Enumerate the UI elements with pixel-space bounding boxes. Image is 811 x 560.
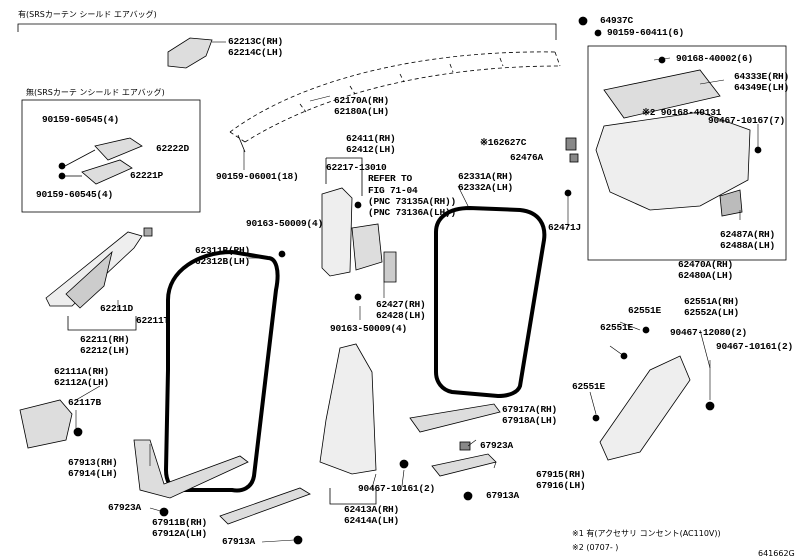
cowl-side-trim [19,399,73,449]
label-62476a: 62476A [510,152,544,163]
label-62221p: 62221P [130,170,164,181]
label-90163-50009-a: 90163-50009(4) [246,218,324,229]
label-62552a: 62552A(LH) [684,307,740,318]
label-62412: 62412(LH) [346,144,396,155]
leader-lines [75,30,759,543]
screw-a [58,162,66,170]
label-67923a-b: 67923A [108,502,142,513]
label-67912a: 67912A(LH) [152,528,208,539]
label-62551a: 62551A(RH) [684,296,740,307]
label-62551e-b: 62551E [600,322,634,333]
scuff-67917a [409,403,501,433]
label-62170a: 62170A(RH) [334,95,390,106]
label-90467-10161-b: 90467-10161(2) [358,483,436,494]
label-67913: 67913(RH) [68,457,118,468]
label-62551e-a: 62551E [628,305,662,316]
non-srs-box [21,99,201,213]
label-67913a-a: 67913A [486,490,520,501]
label-64937c: 64937C [600,15,634,26]
label-67911b: 67911B(RH) [152,517,208,528]
quarter-trim-box [587,45,787,261]
label-62470a: 62470A(RH) [678,259,734,270]
label-62413a: 62413A(RH) [344,504,400,515]
refer-to-2: FIG 71-04 [368,185,418,196]
label-62487a: 62487A(RH) [720,229,776,240]
center-pillar-lower [319,343,377,505]
label-62480a: 62480A(LH) [678,270,734,281]
label-90168-40002: 90168-40002(6) [676,53,754,64]
label-62411: 62411(RH) [346,133,396,144]
label-90467-10167: 90467-10167(7) [708,115,786,126]
airbag-clip-leader [237,134,246,153]
label-62312b: 62312B(LH) [195,256,251,267]
srs-bracket-line [17,23,557,40]
label-90159-06001: 90159-06001(18) [216,171,299,182]
label-64349e: 64349E(LH) [734,82,790,93]
label-62627c: ※162627C [480,137,527,148]
scuff-67915 [431,453,497,477]
label-62427: 62427(RH) [376,299,426,310]
footnote-2: ※2 (0707- ) [572,543,619,552]
label-67913a-b: 67913A [222,536,256,547]
screw-b [58,172,66,180]
label-62217-13010: 62217-13010 [326,162,387,173]
lower-quarter-trim [599,355,691,461]
quarter-trim [595,69,751,217]
label-62180a: 62180A(LH) [334,106,390,117]
label-67918a: 67918A(LH) [502,415,558,426]
scuff-67913 [133,439,249,499]
label-62213c: 62213C(RH) [228,36,284,47]
label-90467-10161-a: 90467-10161(2) [716,341,794,352]
refer-to-1: REFER TO [368,173,413,184]
label-62112a: 62112A(LH) [54,377,110,388]
rear-door-weatherstrip [434,205,547,399]
label-62471j: 62471J [548,222,582,233]
label-67916: 67916(LH) [536,480,586,491]
label-67914: 67914(LH) [68,468,118,479]
label-90168-40131: ※2 90168-40131 [642,107,722,118]
label-62332a: 62332A(LH) [458,182,514,193]
srs-without-label: 無(SRSカーテ ンシールド エアバッグ) [26,88,165,97]
label-90467-12080: 90467-12080(2) [670,327,748,338]
bracket-62213c [167,37,213,69]
label-62551e-c: 62551E [572,381,606,392]
label-62214c: 62214C(LH) [228,47,284,58]
curtain-airbag-part [229,51,561,143]
label-90159-60411: 90159-60411(6) [607,27,685,38]
label-62211d: 62211D [100,303,134,314]
label-62222d: 62222D [156,143,190,154]
label-67923a-a: 67923A [480,440,514,451]
label-62211: 62211(RH) [80,334,130,345]
refer-to-4: (PNC 73136A(LH)) [368,207,457,218]
clip-62221p [81,159,133,185]
label-62117b: 62117B [68,397,102,408]
label-62212: 62212(LH) [80,345,130,356]
label-62111a: 62111A(RH) [54,366,110,377]
front-pillar-garnish [45,227,153,331]
label-67917a: 67917A(RH) [502,404,558,415]
label-62311b: 62311B(RH) [195,245,251,256]
label-62331a: 62331A(RH) [458,171,514,182]
scuff-67911b [219,487,311,525]
label-62211t: 62211T [136,315,170,326]
label-90159-60545-a: 90159-60545(4) [42,114,120,125]
refer-to-3: (PNC 73135A(RH)) [368,196,457,207]
diagram-code: 641662G [758,549,795,558]
label-67915: 67915(RH) [536,469,586,480]
clip-62222d [94,137,143,161]
srs-with-label: 有(SRSカーテン シールド エアバッグ) [18,10,157,19]
label-90159-60545-b: 90159-60545(4) [36,189,114,200]
label-62488a: 62488A(LH) [720,240,776,251]
label-62414a: 62414A(LH) [344,515,400,526]
front-door-weatherstrip [163,249,280,493]
label-62428: 62428(LH) [376,310,426,321]
footnote-1: ※1 有(アクセサリ コンセント(AC110V)) [572,529,721,538]
label-64333e: 64333E(RH) [734,71,790,82]
label-90163-50009-b: 90163-50009(4) [330,323,408,334]
center-pillar-upper [321,157,397,283]
